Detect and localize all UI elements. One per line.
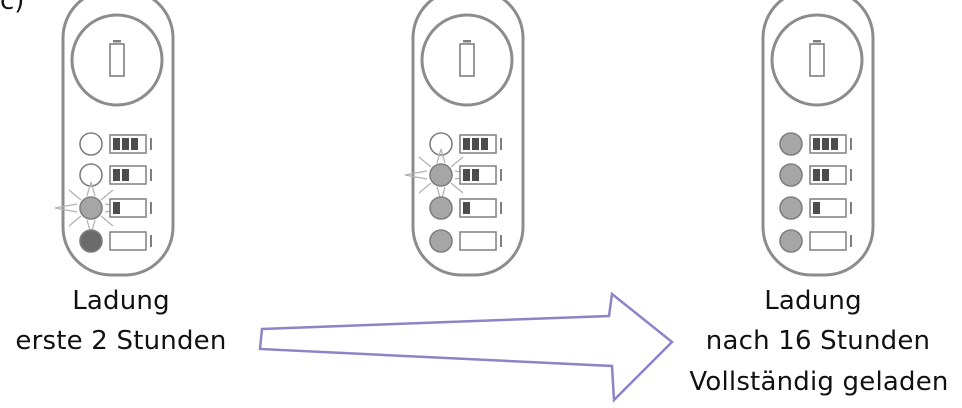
led-row-full	[80, 133, 152, 155]
left-label-line2: erste 2 Stunden	[4, 326, 238, 356]
led-indicator	[780, 133, 802, 155]
battery-level-icon	[810, 232, 852, 250]
left-label-line1: Ladung	[46, 286, 196, 316]
led-row-low	[55, 182, 152, 234]
led-indicator	[780, 164, 802, 186]
battery-level-icon	[810, 166, 852, 184]
battery-level-icon	[460, 135, 502, 153]
device-left	[55, 0, 173, 275]
battery-level-icon	[460, 199, 502, 217]
battery-level-icon	[110, 232, 152, 250]
led-row-full	[780, 133, 852, 155]
led-row-empty	[780, 230, 852, 252]
battery-level-icon	[110, 199, 152, 217]
battery-level-icon	[810, 135, 852, 153]
led-row-empty	[80, 230, 152, 252]
battery-level-icon	[110, 166, 152, 184]
led-indicator	[430, 133, 452, 155]
charge-button	[422, 15, 512, 105]
battery-level-icon	[460, 232, 502, 250]
battery-level-icon	[810, 199, 852, 217]
charge-button	[772, 15, 862, 105]
battery-symbol-icon	[460, 40, 474, 76]
device-right	[763, 0, 873, 275]
progress-arrow	[260, 294, 672, 400]
led-indicator	[80, 197, 102, 219]
led-row-empty	[430, 230, 502, 252]
led-indicator	[80, 133, 102, 155]
right-label-line1: Ladung	[738, 286, 888, 316]
led-indicator	[430, 197, 452, 219]
led-row-high	[405, 149, 502, 201]
led-indicator	[780, 197, 802, 219]
battery-symbol-icon	[810, 40, 824, 76]
battery-symbol-icon	[110, 40, 124, 76]
right-label-line2: nach 16 Stunden	[690, 326, 946, 356]
battery-level-icon	[110, 135, 152, 153]
device-middle	[405, 0, 523, 275]
led-row-low	[780, 197, 852, 219]
led-row-low	[430, 197, 502, 219]
led-indicator	[430, 164, 452, 186]
charge-button	[72, 15, 162, 105]
led-indicator	[430, 230, 452, 252]
led-indicator	[780, 230, 802, 252]
led-indicator	[80, 230, 102, 252]
battery-level-icon	[460, 166, 502, 184]
right-label-line3: Vollständig geladen	[676, 367, 962, 397]
led-row-high	[780, 164, 852, 186]
